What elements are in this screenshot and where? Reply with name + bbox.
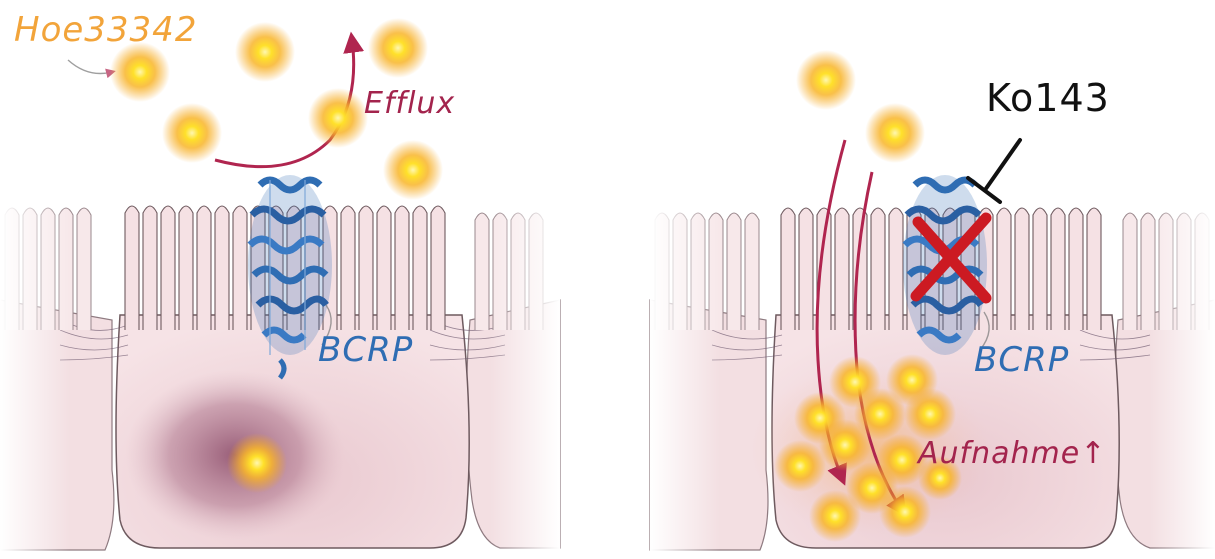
microvillus [377, 206, 391, 330]
glowing-dye-particle-icon [368, 18, 428, 78]
glowing-dye-particle-icon [227, 433, 287, 493]
microvillus [161, 206, 175, 330]
glowing-dye-particle-icon [308, 88, 368, 148]
microvillus [1087, 208, 1101, 330]
microvillus [475, 213, 489, 330]
fade-left-edge [0, 190, 70, 555]
microvillus [125, 206, 139, 330]
microvillus [215, 206, 229, 330]
microvillus [799, 208, 813, 330]
inhibitor-label: Ko143 [986, 76, 1110, 120]
microvillus [997, 208, 1011, 330]
microvillus [889, 208, 903, 330]
bcrp-label-left: BCRP [318, 330, 413, 370]
glowing-dye-particle-icon [904, 388, 956, 440]
glowing-dye-particle-icon [235, 22, 295, 82]
glowing-dye-particle-icon [879, 486, 931, 538]
fade-right-edge-r [1150, 190, 1215, 555]
microvillus [781, 208, 795, 330]
microvillus [1033, 208, 1047, 330]
microvillus [1015, 208, 1029, 330]
glowing-dye-particle-icon [383, 140, 443, 200]
microvillus [431, 206, 445, 330]
dye-particles-outside-right [796, 50, 925, 163]
microvillus [143, 206, 157, 330]
microvillus [413, 206, 427, 330]
hoechst-label: Hoe33342 [14, 10, 197, 50]
microvillus [395, 206, 409, 330]
microvillus [745, 213, 759, 330]
inhibitor-line [968, 140, 1020, 202]
right-panel [650, 50, 1215, 555]
fade-right-edge [490, 190, 560, 555]
left-panel [0, 18, 560, 555]
glowing-dye-particle-icon [796, 50, 856, 110]
glowing-dye-particle-icon [865, 103, 925, 163]
glowing-dye-particle-icon [110, 42, 170, 102]
microvillus [871, 208, 885, 330]
microvillus [727, 213, 741, 330]
microvillus [77, 208, 91, 330]
efflux-label: Efflux [364, 86, 455, 121]
microvillus [197, 206, 211, 330]
microvillus [359, 206, 373, 330]
microvillus [233, 206, 247, 330]
fade-left-edge-r [650, 190, 720, 555]
hoechst-pointer [68, 60, 112, 74]
microvillus [1123, 213, 1137, 330]
uptake-label: Aufnahme↑ [918, 436, 1106, 471]
glowing-dye-particle-icon [162, 103, 222, 163]
microvillus [1069, 208, 1083, 330]
glowing-dye-particle-icon [774, 440, 826, 492]
microvillus [835, 208, 849, 330]
microvillus [1051, 208, 1065, 330]
bcrp-label-right: BCRP [974, 340, 1069, 380]
glowing-dye-particle-icon [819, 419, 871, 471]
glowing-dye-particle-icon [809, 490, 861, 542]
microvillus [179, 206, 193, 330]
microvillus [341, 206, 355, 330]
